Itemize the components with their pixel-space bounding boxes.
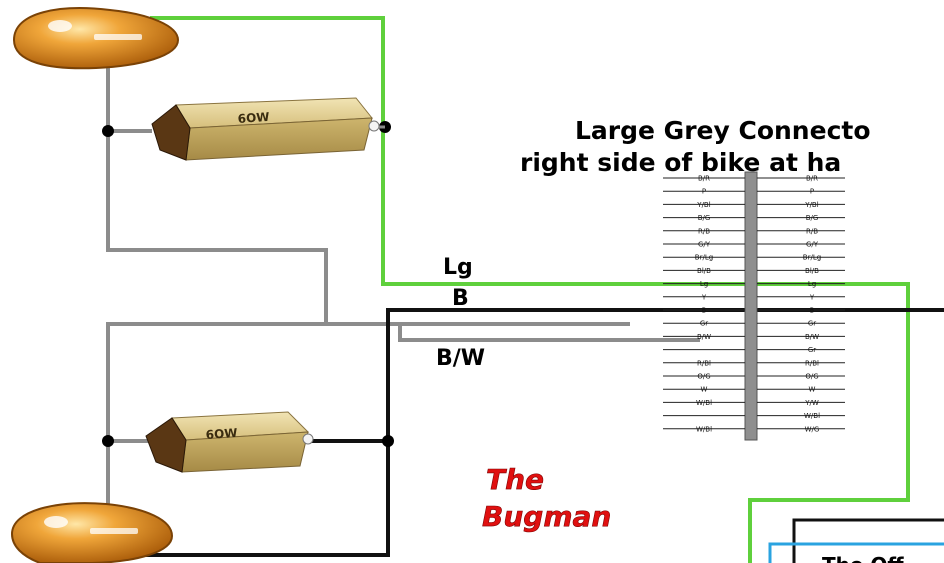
connector-pin-label-right: Y/Bl [804,201,818,209]
black-wire-left-riser [108,310,390,557]
bottom-box-text: The Off [822,553,904,563]
connector-header-line2: right side of bike at ha [520,148,841,177]
grey-wire-bw [398,324,700,342]
connector-pin-label-left: W/Bl [696,399,712,407]
connector-pin-label-right: G/Y [806,241,819,249]
turn-signal-lamp-lower [10,502,174,563]
lamp-highlight [44,516,68,528]
junction-dot [102,435,114,447]
connector-pin-label-right: R/B [806,227,818,235]
wire-label-bw: B/W [436,346,485,371]
connector-pin-label-right: W/G [805,425,820,433]
connector-pin-label-left: Y/Bl [696,201,710,209]
connector-pin-label-right: Gr [808,346,816,354]
connector-pin-label-right: B/G [806,214,819,222]
connector-pin-label-left: W [701,386,708,394]
signature-line2: Bugman [482,500,611,533]
green-wire-lg [150,16,910,563]
connector-pin-label-left: R/Bl [697,359,711,367]
resistor-upper: 6OW [151,97,385,161]
connector-pin-label-left: R/B [698,227,710,235]
grey-wire-middle [106,322,630,555]
bottom-box-black-frame [792,518,944,563]
connector-header-line1: Large Grey Connecto [575,116,871,145]
wire-label-b: B [452,286,469,311]
connector-pin-label-left: B/G [698,214,711,222]
connector-pin-label-left: B/R [698,175,710,183]
wire-label-lg: Lg [443,255,473,280]
connector-pin-label-left: Bl/B [697,267,711,275]
connector-pin-label-right: B/R [806,175,818,183]
resistor-label: 6OW [205,426,238,442]
connector-pin-label-left: Y [701,293,707,301]
connector-pin-label-left: W/Bl [696,425,712,433]
grey-wire-upper-left [106,62,328,322]
junction-dot [102,125,114,137]
connector-pin-label-right: B/W [805,333,819,341]
lamp-highlight [48,20,72,32]
bottom-box: The Off [768,518,944,563]
connector-pin-label-left: Lg [700,280,708,288]
connector-pin-label-left: G/Y [698,241,711,249]
turn-signal-lamp-upper [12,7,180,70]
connector-pin-label-left: P [702,188,706,196]
connector-pin-label-right: R/Bl [805,359,819,367]
connector-pin-label-right: Y/W [804,399,819,407]
connector-pin-label-left: O/G [697,373,710,381]
connector-pin-label-left: B [702,307,707,315]
connector-pin-label-left: Gr [700,320,708,328]
grey-wires [106,62,700,555]
lamp-stripe [94,34,142,40]
junction-dots [102,121,394,447]
connector-pin-label-right: Bl/B [805,267,819,275]
resistor-end-cap [151,104,191,161]
connector-pin-label-right: W/Bl [804,412,820,420]
signature-line1: The [486,463,544,496]
connector-pin-label-right: Br/Lg [803,254,821,262]
connector-pin-label-left: B/W [697,333,711,341]
connector-pin-label-right: Gr [808,320,816,328]
connector-pin-label-right: B [810,307,815,315]
resistor-terminal [368,120,380,132]
connector-pin-label-right: W [809,386,816,394]
resistor-terminal [302,433,314,445]
connector-pin-label-right: P [810,188,814,196]
connector-pin-label-right: O/G [805,373,818,381]
resistor-lower: 6OW [145,411,314,473]
connector-pin-label-right: Y [809,293,815,301]
bottom-box-blue-frame [768,542,944,563]
junction-dot [382,435,394,447]
resistor-end-cap [145,417,187,473]
connector-pin-label-right: Lg [808,280,816,288]
lamp-stripe [90,528,138,534]
resistor-label: 6OW [237,110,270,126]
connector-bar [744,171,758,441]
connector-pin-label-left: Br/Lg [695,254,713,262]
